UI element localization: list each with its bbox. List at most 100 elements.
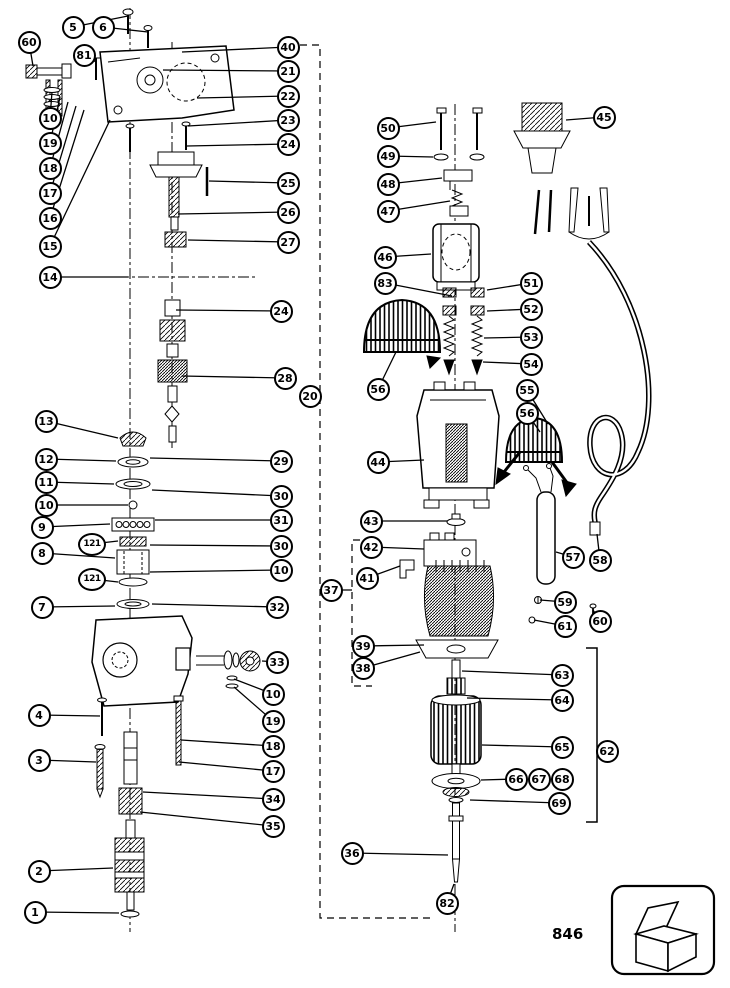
armature-shaft-lower — [448, 802, 464, 883]
callout-39: 39 — [351, 634, 375, 658]
callout-8: 8 — [30, 541, 54, 565]
callout-13: 13 — [34, 409, 58, 433]
suppressor — [523, 463, 556, 585]
callout-56: 56 — [515, 401, 539, 425]
top-screws — [122, 8, 153, 48]
callout-62: 62 — [595, 739, 619, 763]
callout-48: 48 — [376, 172, 400, 196]
side-knob-assembly — [196, 650, 261, 689]
switch-assembly — [399, 513, 477, 579]
callout-121: 121 — [78, 567, 106, 591]
brush-springs — [442, 315, 484, 376]
callout-27: 27 — [276, 230, 300, 254]
callout-28: 28 — [273, 366, 297, 390]
callout-5: 5 — [61, 15, 85, 39]
callout-82: 82 — [435, 891, 459, 915]
callout-14: 14 — [38, 265, 62, 289]
callout-32: 32 — [265, 595, 289, 619]
callout-26: 26 — [276, 200, 300, 224]
callout-59: 59 — [553, 590, 577, 614]
power-cord — [587, 240, 652, 536]
callout-36: 36 — [340, 841, 364, 865]
callout-10: 10 — [261, 682, 285, 706]
callout-52: 52 — [519, 297, 543, 321]
callout-37: 37 — [319, 578, 343, 602]
callout-17: 17 — [38, 181, 62, 205]
callout-121: 121 — [78, 532, 106, 556]
callout-54: 54 — [519, 352, 543, 376]
callout-40: 40 — [276, 35, 300, 59]
callout-15: 15 — [38, 234, 62, 258]
power-plug — [533, 187, 610, 240]
field-yoke — [432, 223, 480, 291]
callout-18: 18 — [38, 156, 62, 180]
callout-30: 30 — [269, 484, 293, 508]
callout-29: 29 — [269, 449, 293, 473]
set-screws — [125, 121, 191, 152]
callout-50: 50 — [376, 116, 400, 140]
callout-11: 11 — [34, 470, 58, 494]
callout-6: 6 — [91, 15, 115, 39]
callout-2: 2 — [27, 859, 51, 883]
terminal-nuts — [442, 287, 485, 316]
brush-cap-left — [362, 298, 442, 369]
callout-42: 42 — [359, 535, 383, 559]
callout-65: 65 — [550, 735, 574, 759]
footer-part-number: 846 — [552, 925, 584, 943]
callout-24: 24 — [276, 132, 300, 156]
motor-mount-housing — [99, 45, 235, 123]
motor-housing — [416, 381, 500, 509]
callout-51: 51 — [519, 271, 543, 295]
callout-25: 25 — [276, 171, 300, 195]
callout-24: 24 — [269, 299, 293, 323]
callout-22: 22 — [276, 84, 300, 108]
callout-10: 10 — [38, 106, 62, 130]
callout-44: 44 — [366, 450, 390, 474]
callout-34: 34 — [261, 787, 285, 811]
callout-46: 46 — [373, 245, 397, 269]
callout-7: 7 — [30, 595, 54, 619]
bracket-62 — [586, 647, 598, 823]
callout-47: 47 — [376, 199, 400, 223]
chuck-assembly — [114, 731, 145, 918]
spindle-upper-assembly — [149, 151, 209, 248]
field-screws — [433, 107, 485, 161]
callout-68: 68 — [550, 767, 574, 791]
armature — [430, 659, 482, 779]
callout-3: 3 — [27, 748, 51, 772]
callout-21: 21 — [276, 59, 300, 83]
callout-23: 23 — [276, 108, 300, 132]
callout-30: 30 — [269, 534, 293, 558]
shaft-coupling-stack — [157, 299, 188, 443]
callout-4: 4 — [27, 703, 51, 727]
callout-1: 1 — [23, 900, 47, 924]
callout-16: 16 — [38, 206, 62, 230]
callout-19: 19 — [38, 131, 62, 155]
callout-56: 56 — [366, 377, 390, 401]
callout-53: 53 — [519, 325, 543, 349]
callout-63: 63 — [550, 663, 574, 687]
callout-43: 43 — [359, 509, 383, 533]
stator-field — [415, 560, 499, 659]
callout-10: 10 — [269, 558, 293, 582]
callout-31: 31 — [269, 508, 293, 532]
callout-64: 64 — [550, 688, 574, 712]
callout-81: 81 — [72, 43, 96, 67]
callout-10: 10 — [34, 493, 58, 517]
callout-60: 60 — [588, 609, 612, 633]
callout-58: 58 — [588, 548, 612, 572]
packaging-box — [610, 884, 716, 976]
callout-55: 55 — [515, 378, 539, 402]
callout-57: 57 — [561, 545, 585, 569]
callout-12: 12 — [34, 447, 58, 471]
callout-33: 33 — [265, 650, 289, 674]
callout-38: 38 — [351, 656, 375, 680]
callout-66: 66 — [504, 767, 528, 791]
callout-45: 45 — [592, 105, 616, 129]
callout-49: 49 — [376, 144, 400, 168]
callout-61: 61 — [553, 614, 577, 638]
callout-17: 17 — [261, 759, 285, 783]
callout-35: 35 — [261, 814, 285, 838]
